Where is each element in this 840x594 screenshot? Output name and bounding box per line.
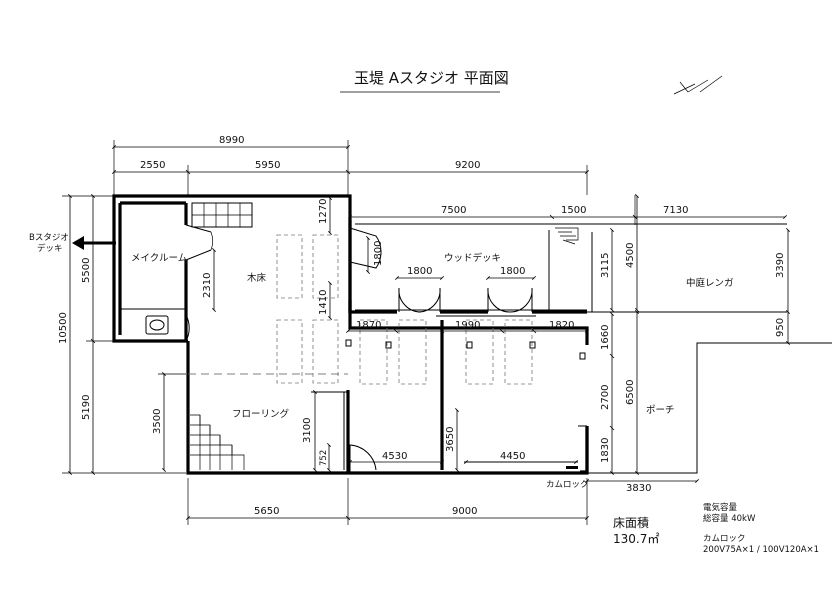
room-flooring: フローリング bbox=[232, 408, 290, 420]
b-studio-arrow bbox=[72, 236, 116, 250]
dim-1800-deck-right: 1800 bbox=[500, 266, 525, 277]
doors bbox=[185, 224, 587, 473]
room-courtyard: 中庭レンガ bbox=[686, 277, 734, 289]
north-arrow-icon bbox=[673, 75, 723, 95]
dim-1410: 1410 bbox=[318, 290, 329, 315]
cam-lock-label: カムロック bbox=[546, 480, 589, 490]
left-dimensions: 10500 5500 5190 3500 bbox=[58, 194, 186, 475]
dim-1870: 1870 bbox=[356, 320, 381, 331]
dim-1270: 1270 bbox=[318, 199, 329, 224]
dim-7130: 7130 bbox=[663, 205, 688, 216]
walls bbox=[112, 194, 832, 475]
dim-752: 752 bbox=[319, 450, 329, 466]
dim-1660: 1660 bbox=[600, 325, 611, 350]
brick-hatch bbox=[555, 227, 579, 245]
b-studio-label-2: デッキ bbox=[37, 243, 63, 254]
arrow-left-icon bbox=[72, 236, 84, 250]
dim-2310: 2310 bbox=[202, 273, 213, 298]
dim-2550: 2550 bbox=[140, 160, 165, 171]
interior-dimension-lines bbox=[212, 196, 589, 472]
stairs-top bbox=[191, 202, 253, 228]
dim-3650: 3650 bbox=[445, 427, 456, 452]
dim-3500: 3500 bbox=[152, 409, 163, 434]
cam-lock-info-label: カムロック bbox=[703, 534, 746, 544]
furniture-outlines bbox=[188, 234, 586, 469]
dim-3390: 3390 bbox=[775, 253, 786, 278]
stairs-bottom bbox=[190, 414, 245, 470]
toilet-icon bbox=[145, 314, 190, 342]
dim-6500: 6500 bbox=[625, 380, 636, 405]
cam-lock-info-value: 200V75A×1 / 100V120A×1 bbox=[703, 545, 819, 555]
dim-950: 950 bbox=[775, 318, 786, 337]
dim-1820: 1820 bbox=[549, 320, 574, 331]
dim-4530: 4530 bbox=[382, 451, 407, 462]
room-porch: ポーチ bbox=[646, 405, 675, 416]
dim-5650: 5650 bbox=[254, 506, 279, 517]
bottom-dimensions bbox=[186, 478, 589, 525]
dim-10500: 10500 bbox=[58, 312, 69, 344]
plan-title: 玉堤 Aスタジオ 平面図 bbox=[354, 69, 509, 87]
power-label: 電気容量 bbox=[703, 502, 738, 513]
power-value: 総容量 40kW bbox=[703, 513, 756, 524]
dim-7500: 7500 bbox=[441, 205, 466, 216]
dim-1800-deck-left: 1800 bbox=[407, 266, 432, 277]
dim-1800-door: 1800 bbox=[373, 241, 384, 266]
dim-4500: 4500 bbox=[625, 243, 636, 268]
dim-3830: 3830 bbox=[626, 483, 651, 494]
dim-3115: 3115 bbox=[600, 253, 611, 278]
dim-5950: 5950 bbox=[255, 160, 280, 171]
dim-9200: 9200 bbox=[455, 160, 480, 171]
dim-1830: 1830 bbox=[600, 438, 611, 463]
dim-8990: 8990 bbox=[219, 135, 244, 146]
dim-4450: 4450 bbox=[500, 451, 525, 462]
dim-1990: 1990 bbox=[455, 320, 480, 331]
room-makeup: メイクルーム bbox=[131, 253, 187, 264]
floor-area-label: 床面積 bbox=[613, 515, 649, 530]
room-wood-floor: 木床 bbox=[247, 272, 267, 284]
dim-5190: 5190 bbox=[81, 395, 92, 420]
floor-area-value: 130.7㎡ bbox=[613, 532, 659, 546]
b-studio-label-1: Bスタジオ bbox=[29, 233, 69, 243]
dim-5500: 5500 bbox=[81, 258, 92, 283]
dim-3100: 3100 bbox=[302, 418, 313, 443]
room-wood-deck: ウッドデッキ bbox=[444, 252, 501, 264]
dim-2700: 2700 bbox=[600, 385, 611, 410]
dim-1500: 1500 bbox=[561, 205, 586, 216]
top-dimensions: 8990 2550 5950 9200 7500 1500 7130 bbox=[112, 135, 787, 225]
dim-9000: 9000 bbox=[452, 506, 477, 517]
right-dimension-lines bbox=[585, 194, 790, 483]
